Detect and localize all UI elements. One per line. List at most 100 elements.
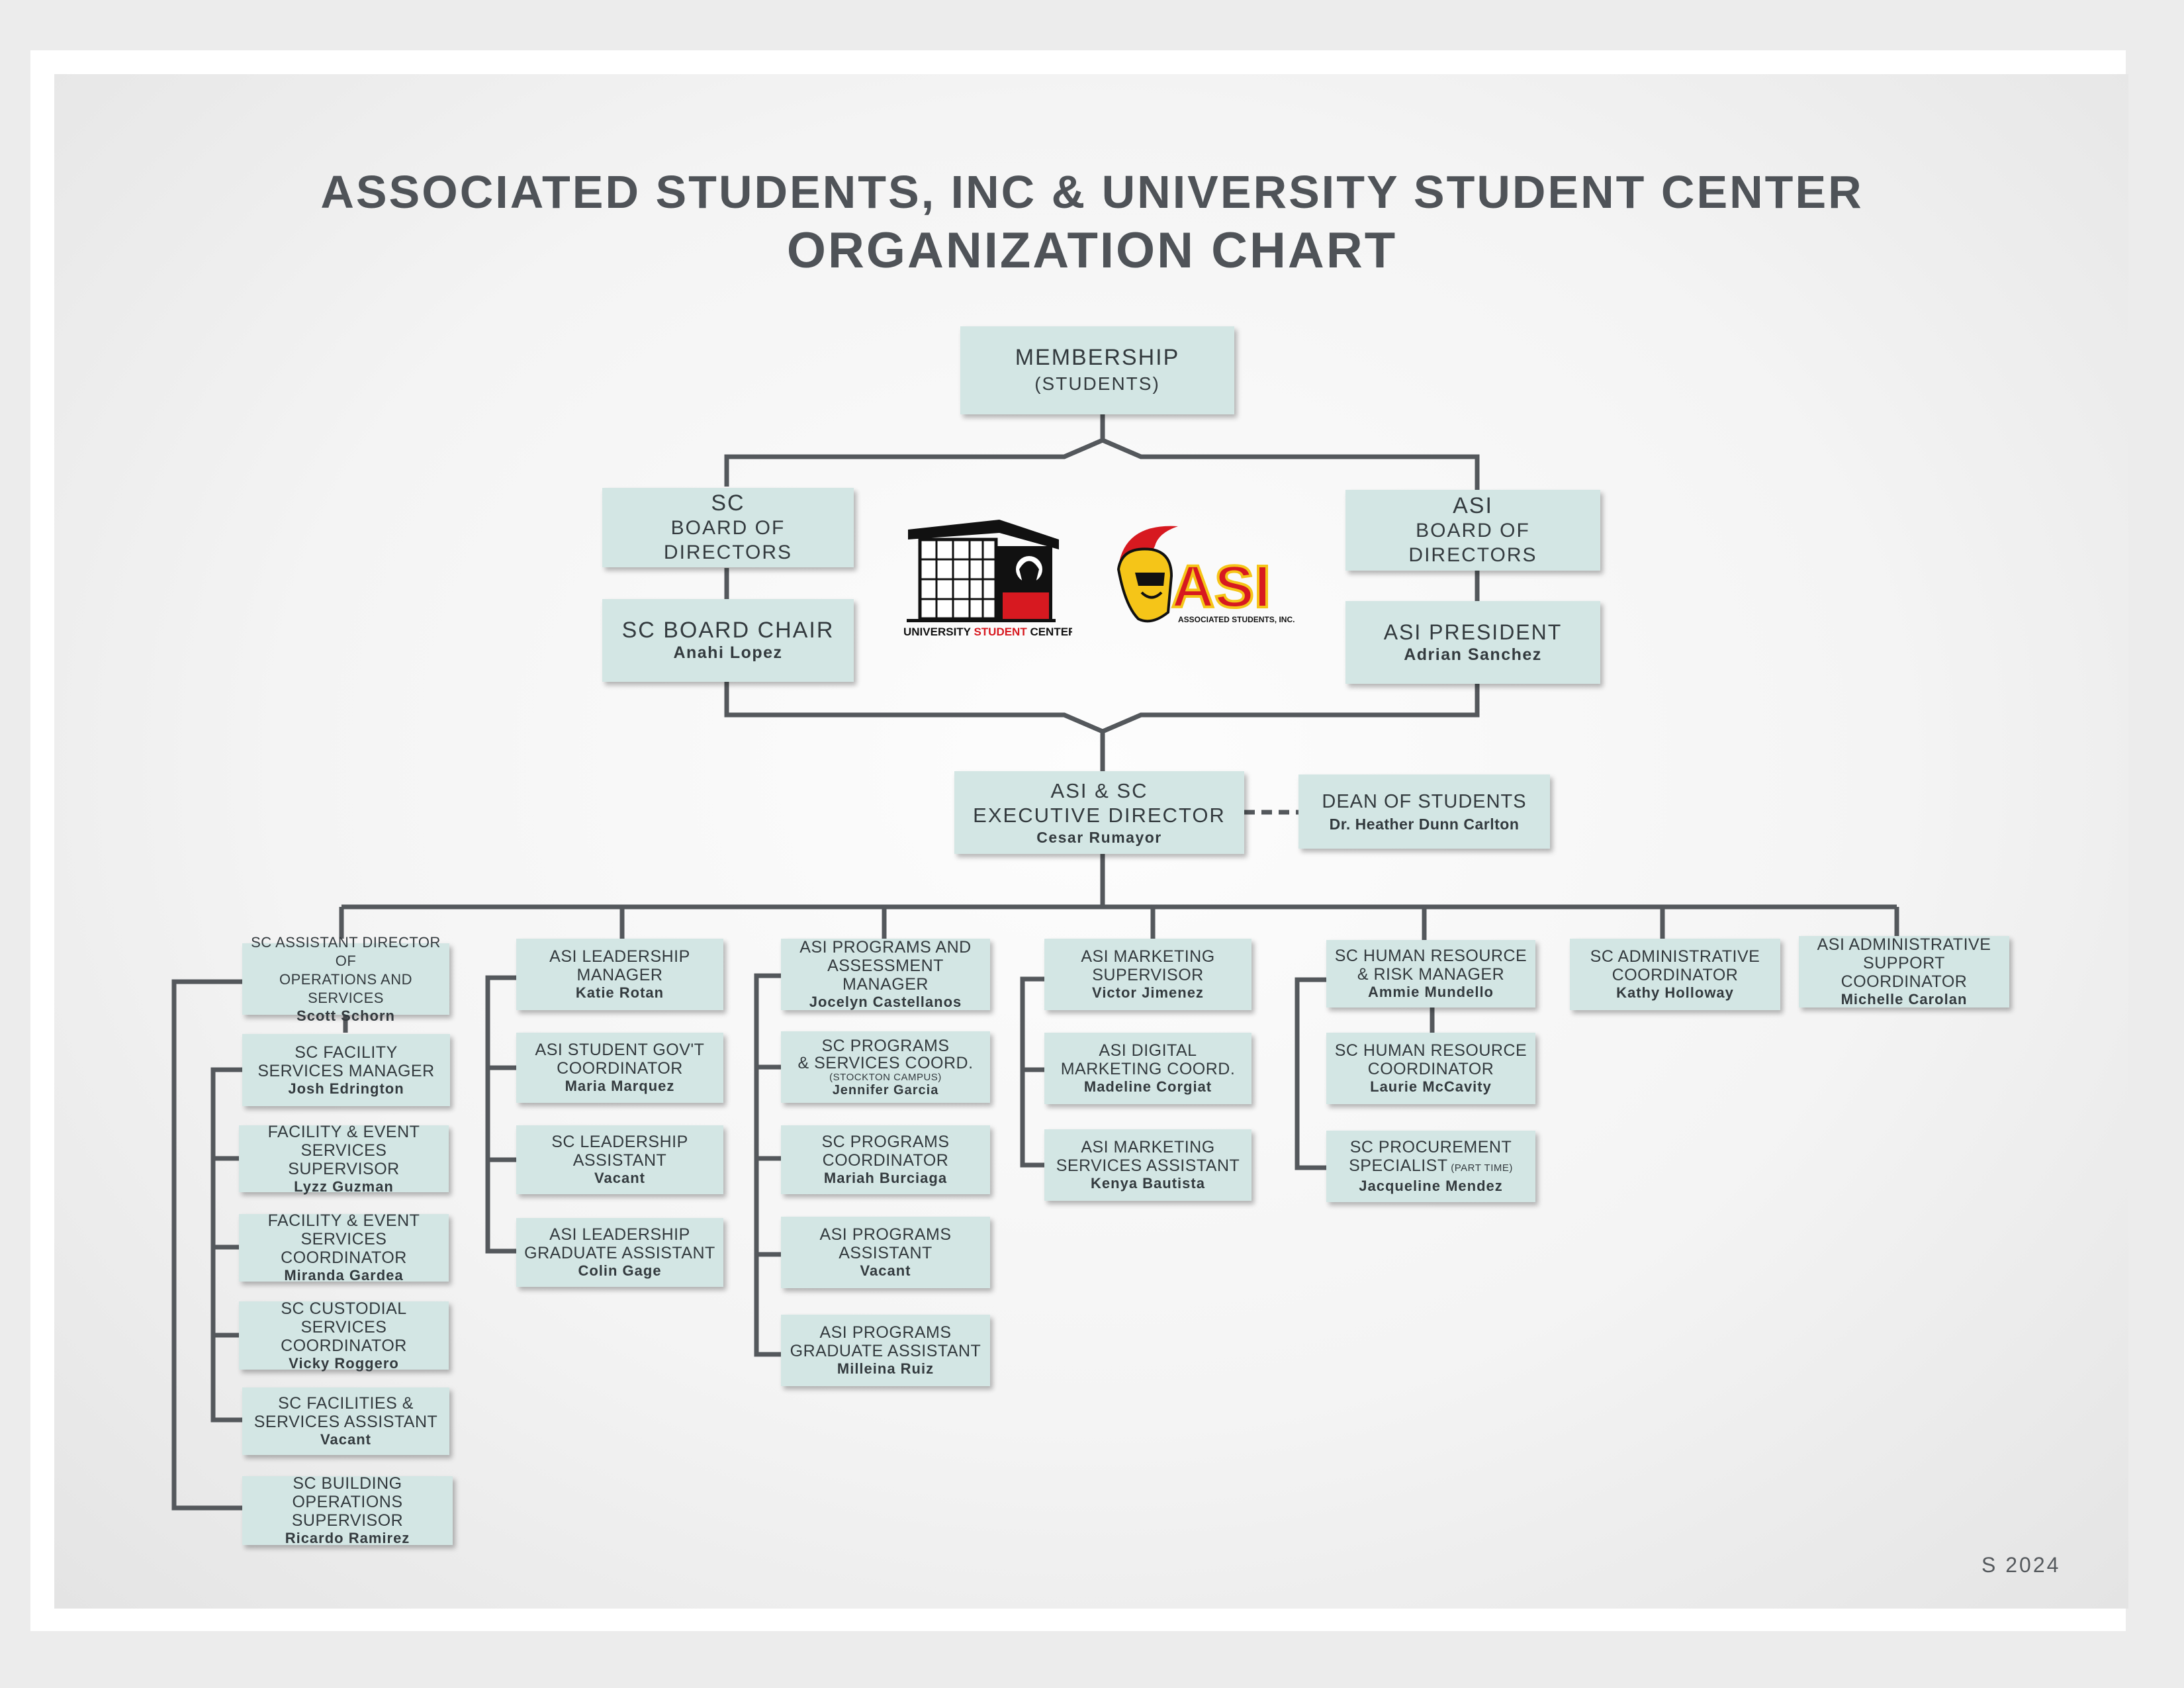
col3-box-4: ASI PROGRAMS GRADUATE ASSISTANT Milleina… [781, 1315, 990, 1386]
col2-1-name: Maria Marquez [565, 1078, 675, 1094]
asi-president-box: ASI PRESIDENT Adrian Sanchez [1345, 601, 1600, 684]
col3-box-0: ASI PROGRAMS AND ASSESSMENT MANAGER Joce… [781, 938, 990, 1010]
col2-2-l1: SC LEADERSHIP [551, 1133, 688, 1151]
asi-president-name: Adrian Sanchez [1404, 645, 1542, 664]
col4-1-l2: MARKETING COORD. [1060, 1060, 1236, 1078]
dean-name: Dr. Heather Dunn Carlton [1329, 815, 1520, 833]
col4-box-0: ASI MARKETING SUPERVISOR Victor Jimenez [1044, 939, 1251, 1010]
col1-1-l1: SC FACILITY [295, 1043, 398, 1062]
col1-5-l1: SC FACILITIES & [278, 1394, 414, 1413]
col3-4-l1: ASI PROGRAMS [819, 1323, 952, 1342]
col5-2-l1: SC PROCUREMENT [1349, 1138, 1512, 1156]
col1-box-3: FACILITY & EVENT SERVICES COORDINATOR Mi… [239, 1211, 449, 1284]
col6-l1: SC ADMINISTRATIVE [1590, 947, 1760, 966]
col1-0-l2: OPERATIONS AND SERVICES [279, 971, 412, 1006]
sc-board-chair-name: Anahi Lopez [673, 643, 783, 662]
col2-box-0: ASI LEADERSHIP MANAGER Katie Rotan [516, 939, 723, 1010]
connector-col5 [1295, 977, 1435, 1170]
col3-0-l1: ASI PROGRAMS AND [799, 938, 972, 957]
col3-0-name: Jocelyn Castellanos [809, 994, 962, 1010]
col4-box-2: ASI MARKETING SERVICES ASSISTANT Kenya B… [1044, 1129, 1251, 1201]
col2-1-l1: ASI STUDENT GOV'T [535, 1041, 705, 1059]
col5-0-name: Ammie Mundello [1367, 984, 1494, 1000]
col1-0-l1: SC ASSISTANT DIRECTOR OF [251, 934, 441, 969]
footer-version: S 2024 [1981, 1553, 2061, 1577]
asi-board-line1: ASI [1453, 492, 1493, 518]
col1-6-l2: OPERATIONS SUPERVISOR [291, 1493, 404, 1530]
usc-logo-text: UNIVERSITY STUDENT CENTER [903, 626, 1072, 638]
col5-2-l2s: (PART TIME) [1447, 1162, 1513, 1174]
col6-l2: COORDINATOR [1612, 966, 1739, 984]
col3-4-name: Milleina Ruiz [837, 1360, 934, 1377]
col5-0-l1: SC HUMAN RESOURCE [1334, 947, 1527, 965]
col2-box-2: SC LEADERSHIP ASSISTANT Vacant [516, 1125, 723, 1194]
asi-logo: ASI ASSOCIATED STUDENTS, INC. [1105, 520, 1310, 632]
col5-2-name: Jacqueline Mendez [1359, 1178, 1503, 1194]
col7-box: ASI ADMINISTRATIVE SUPPORT COORDINATOR M… [1799, 935, 2009, 1008]
chart-title-line1: ASSOCIATED STUDENTS, INC & UNIVERSITY ST… [320, 166, 1864, 218]
col6-box: SC ADMINISTRATIVE COORDINATOR Kathy Holl… [1570, 939, 1780, 1010]
connector-col3 [754, 973, 781, 1357]
asi-board-box: ASI BOARD OF DIRECTORS [1345, 490, 1600, 571]
col1-2-l1: FACILITY & EVENT [267, 1122, 420, 1141]
col2-3-l1: ASI LEADERSHIP [549, 1225, 690, 1244]
col2-3-name: Colin Gage [578, 1262, 662, 1279]
executive-director-box: ASI & SC EXECUTIVE DIRECTOR Cesar Rumayo… [954, 771, 1244, 854]
col3-3-name: Vacant [860, 1262, 911, 1279]
col1-1-name: Josh Edrington [288, 1080, 404, 1097]
col3-3-l1: ASI PROGRAMS [819, 1225, 952, 1244]
col1-4-l1: SC CUSTODIAL [281, 1299, 407, 1318]
col7-l2: SUPPORT COORDINATOR [1841, 954, 1968, 991]
col4-1-name: Madeline Corgiat [1083, 1078, 1212, 1095]
dean-of-students-box: DEAN OF STUDENTS Dr. Heather Dunn Carlto… [1298, 774, 1550, 849]
col1-4-l2: SERVICES COORDINATOR [281, 1317, 407, 1355]
col1-box-0: SC ASSISTANT DIRECTOR OF OPERATIONS AND … [242, 934, 449, 1024]
col3-box-3: ASI PROGRAMS ASSISTANT Vacant [781, 1217, 990, 1288]
col3-2-l2: COORDINATOR [822, 1151, 949, 1170]
col2-3-l2: GRADUATE ASSISTANT [524, 1244, 715, 1262]
col1-3-name: Miranda Gardea [284, 1267, 404, 1284]
sc-board-chair-box: SC BOARD CHAIR Anahi Lopez [602, 599, 854, 682]
col1-6-name: Ricardo Ramirez [285, 1530, 410, 1546]
asi-logo-text: ASI [1171, 554, 1271, 620]
col5-1-l2: COORDINATOR [1367, 1060, 1494, 1078]
col5-box-2: SC PROCUREMENT SPECIALIST (PART TIME) Ja… [1326, 1131, 1535, 1202]
col3-box-2: SC PROGRAMS COORDINATOR Mariah Burciaga [781, 1125, 990, 1194]
asi-president-title: ASI PRESIDENT [1383, 620, 1563, 644]
connector-boards-to-exec [724, 682, 1480, 771]
col2-0-name: Katie Rotan [575, 984, 664, 1001]
col3-1-l2: & SERVICES COORD. [797, 1053, 974, 1072]
sc-board-line2: BOARD OF DIRECTORS [663, 516, 793, 563]
col3-2-name: Mariah Burciaga [823, 1170, 948, 1186]
col2-2-name: Vacant [594, 1170, 645, 1186]
col1-6-l1: SC BUILDING [293, 1474, 402, 1493]
connector-membership [724, 414, 1480, 490]
sc-board-line1: SC [711, 490, 745, 516]
col4-2-name: Kenya Bautista [1091, 1175, 1205, 1192]
membership-box: MEMBERSHIP (STUDENTS) [960, 326, 1234, 414]
col2-box-1: ASI STUDENT GOV'T COORDINATOR Maria Marq… [516, 1033, 723, 1103]
col1-2-name: Lyzz Guzman [294, 1178, 394, 1195]
col3-box-1: SC PROGRAMS & SERVICES COORD. (STOCKTON … [781, 1031, 990, 1103]
connector-branch [339, 904, 1899, 940]
exec-line2: EXECUTIVE DIRECTOR [973, 803, 1226, 827]
col2-box-3: ASI LEADERSHIP GRADUATE ASSISTANT Colin … [516, 1218, 723, 1287]
col4-0-l2: SUPERVISOR [1092, 966, 1204, 984]
membership-sub: (STUDENTS) [1034, 373, 1160, 394]
col3-1-l1: SC PROGRAMS [821, 1036, 950, 1055]
col1-3-l2: SERVICES COORDINATOR [281, 1230, 407, 1267]
connector-col1 [171, 979, 348, 1511]
col2-2-l2: ASSISTANT [572, 1151, 667, 1170]
col1-box-5: SC FACILITIES & SERVICES ASSISTANT Vacan… [242, 1387, 449, 1455]
col2-0-l1: ASI LEADERSHIP [549, 947, 690, 966]
col4-2-l2: SERVICES ASSISTANT [1056, 1156, 1240, 1175]
asi-logo-sub: ASSOCIATED STUDENTS, INC. [1178, 615, 1295, 624]
col3-1-l3: (STOCKTON CAMPUS) [829, 1071, 942, 1083]
col4-1-l1: ASI DIGITAL [1099, 1041, 1197, 1060]
col4-0-l1: ASI MARKETING [1081, 947, 1215, 966]
membership-title: MEMBERSHIP [1015, 344, 1180, 370]
exec-name: Cesar Rumayor [1036, 828, 1162, 846]
sc-board-chair-title: SC BOARD CHAIR [621, 618, 835, 643]
col3-0-l2: ASSESSMENT MANAGER [827, 957, 944, 994]
